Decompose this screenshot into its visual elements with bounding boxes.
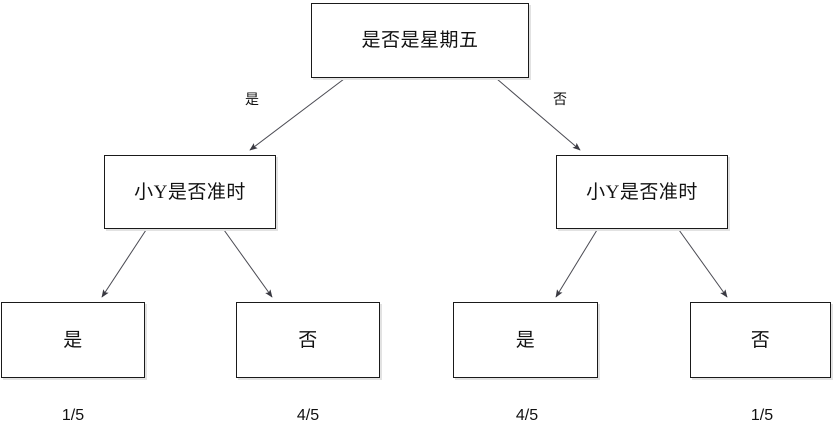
node-leaf-1-label: 是 — [63, 329, 83, 351]
edge-root-to-mid-right — [496, 78, 581, 151]
edge-label-yes: 是 — [245, 93, 259, 108]
node-leaf-3-label: 是 — [515, 329, 536, 351]
edge-mid-left-to-leaf-1 — [101, 229, 147, 298]
node-leaf-3[interactable]: 是 — [453, 302, 598, 378]
edge-mid-right-to-leaf-3 — [555, 229, 598, 298]
edge-mid-left-to-leaf-2 — [223, 229, 273, 298]
leaf-3-probability: 4/5 — [515, 407, 539, 424]
edge-mid-right-to-leaf-4 — [678, 229, 728, 298]
node-mid-right[interactable]: 小Y是否准时 — [556, 155, 728, 229]
node-mid-left-label: 小Y是否准时 — [134, 181, 246, 203]
leaf-2-probability: 4/5 — [296, 407, 320, 424]
node-leaf-2[interactable]: 否 — [236, 302, 380, 378]
node-mid-right-label: 小Y是否准时 — [586, 181, 698, 203]
node-leaf-2-label: 否 — [298, 329, 318, 351]
node-leaf-4-label: 否 — [750, 329, 771, 351]
node-root-label: 是否是星期五 — [361, 30, 479, 51]
node-root[interactable]: 是否是星期五 — [311, 3, 529, 78]
node-mid-left[interactable]: 小Y是否准时 — [104, 155, 276, 229]
leaf-1-probability: 1/5 — [61, 407, 85, 424]
leaf-4-probability: 1/5 — [750, 407, 774, 424]
node-leaf-4[interactable]: 否 — [690, 302, 831, 378]
edge-root-to-mid-left — [249, 78, 345, 151]
node-leaf-1[interactable]: 是 — [1, 302, 145, 378]
edge-label-no: 否 — [553, 93, 567, 108]
